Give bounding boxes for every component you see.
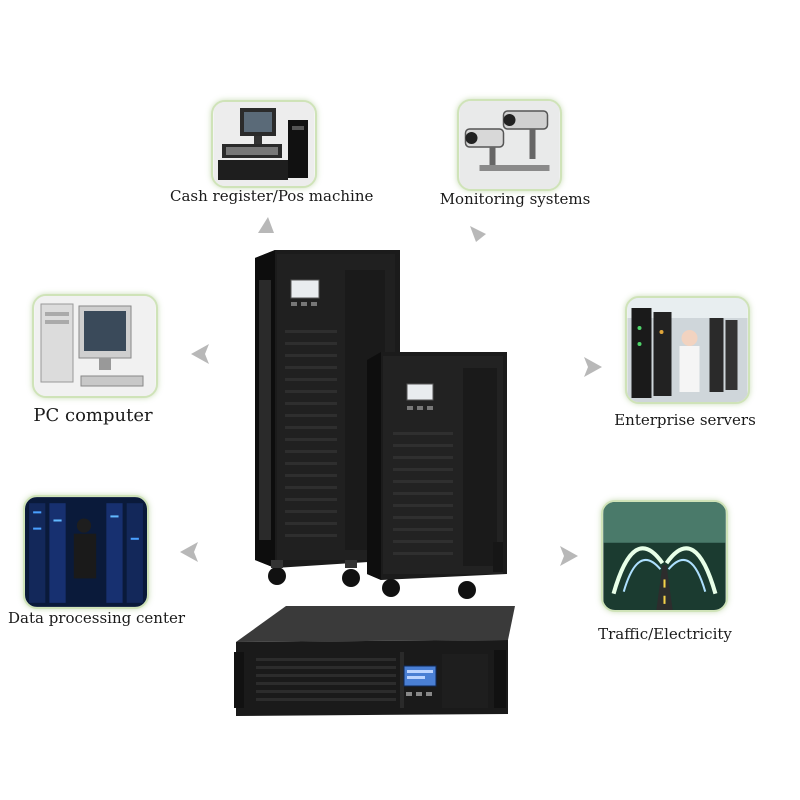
monitoring-label: Monitoring systems [439,190,591,208]
rackmount-ups [228,606,515,724]
server-room-icon [627,298,748,402]
highway-icon [603,502,726,610]
small-tower-ups [367,352,512,600]
security-camera-icon [459,101,560,189]
pos-terminal-icon [214,102,314,186]
cash-register-label: Cash register/Pos machine [170,187,374,205]
arrow-to-servers-icon [580,355,604,379]
cash-register-thumbnail [211,100,317,188]
servers-thumbnail [625,296,750,404]
arrow-to-cash-register-icon [254,213,278,237]
traffic-label: Traffic/Electricity [598,625,732,643]
arrow-to-monitoring-icon [466,222,490,246]
data-center-thumbnail [23,495,149,609]
data-center-icon [25,497,147,607]
data-center-label: Data processing center [8,609,186,627]
traffic-thumbnail [601,500,728,612]
arrow-to-data-center-icon [178,540,202,564]
pc-label: PC computer [33,405,153,426]
pc-thumbnail [32,294,158,398]
monitoring-thumbnail [457,99,562,191]
arrow-to-pc-icon [189,342,213,366]
servers-label: Enterprise servers [614,411,756,429]
arrow-to-traffic-icon [556,544,580,568]
desktop-computer-icon [35,296,155,396]
